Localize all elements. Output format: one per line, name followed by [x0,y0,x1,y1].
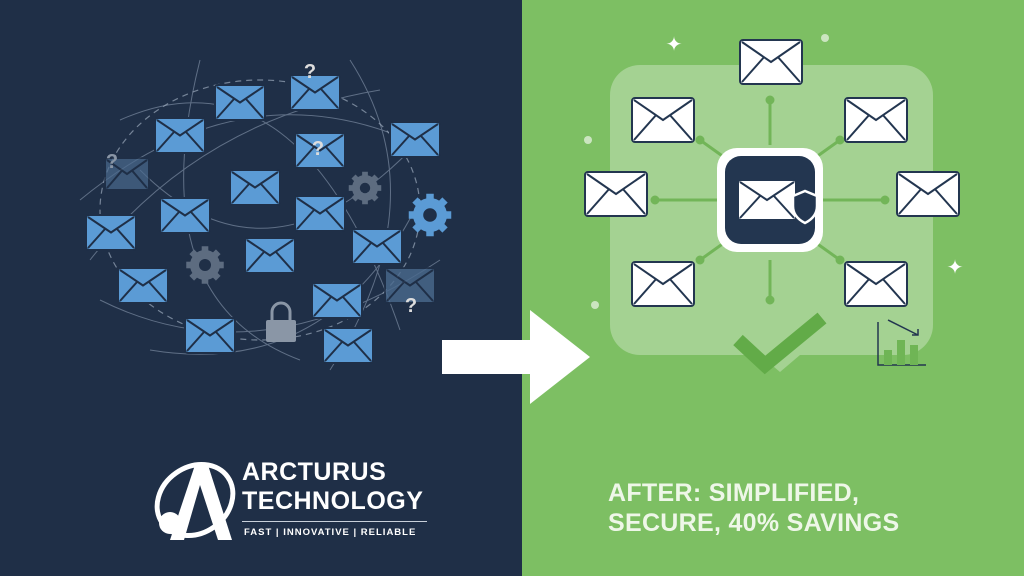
dot-decoration [584,136,592,144]
envelope-icon [229,169,281,206]
question-mark-icon: ? [304,61,316,83]
question-mark-icon: ? [405,295,417,317]
envelope-icon [294,132,346,169]
envelope-icon [384,267,436,304]
after-panel: ✦✦ AFTER: SIMPLIFIED, SECURE, 40% SAVING… [522,0,1024,576]
envelope-icon [311,282,363,319]
question-mark-icon: ? [312,138,324,160]
brand-name-line2: TECHNOLOGY [242,487,424,515]
bar-chart-down-icon [877,319,926,366]
brand-tagline: FAST | INNOVATIVE | RELIABLE [244,527,417,538]
chaotic-email-illustration: ???? [79,59,452,371]
sparkle-icon: ✦ [947,255,964,279]
after-caption-line1: AFTER: SIMPLIFIED, [608,479,860,507]
brand-divider [242,521,427,522]
envelope-icon [104,157,150,191]
simplified-email-illustration: ✦✦ [584,32,964,375]
gear-icon [186,246,224,284]
envelope-icon [117,267,169,304]
checkmark-icon [733,312,827,375]
shield-icon [791,189,819,225]
dot-decoration [591,301,599,309]
envelope-icon [214,84,266,121]
envelope-icon [85,214,137,251]
envelope-icon [289,74,341,111]
envelope-icon [896,171,960,217]
gear-icon [348,171,382,205]
dot-decoration [821,34,829,42]
envelope-icon [844,97,908,143]
envelope-icon [294,195,346,232]
logo-a-icon [154,462,236,540]
gear-icon [408,193,452,237]
envelope-icon [739,39,803,85]
brand-name-line1: ARCTURUS [242,458,387,486]
envelope-icon [184,317,236,354]
arcturus-logo: ARCTURUS TECHNOLOGY FAST | INNOVATIVE | … [150,455,440,550]
envelope-icon [631,261,695,307]
envelope-icon [351,228,403,265]
envelope-icon [159,197,211,234]
sparkle-icon: ✦ [666,32,683,56]
envelope-icon [844,261,908,307]
envelope-icon [244,237,296,274]
before-panel: ???? ARCTURUS TECHNOLOGY FAST | INNOVATI… [0,0,522,576]
after-caption: AFTER: SIMPLIFIED, SECURE, 40% SAVINGS [608,478,899,538]
envelope-icon [584,171,648,217]
lock-icon [266,301,296,342]
envelope-icon [389,121,441,158]
envelope-icon [631,97,695,143]
question-mark-icon: ? [106,151,118,173]
envelope-icon [737,179,797,221]
envelope-icon [154,117,206,154]
after-caption-line2: SECURE, 40% SAVINGS [608,509,900,537]
envelope-icon [322,327,374,364]
